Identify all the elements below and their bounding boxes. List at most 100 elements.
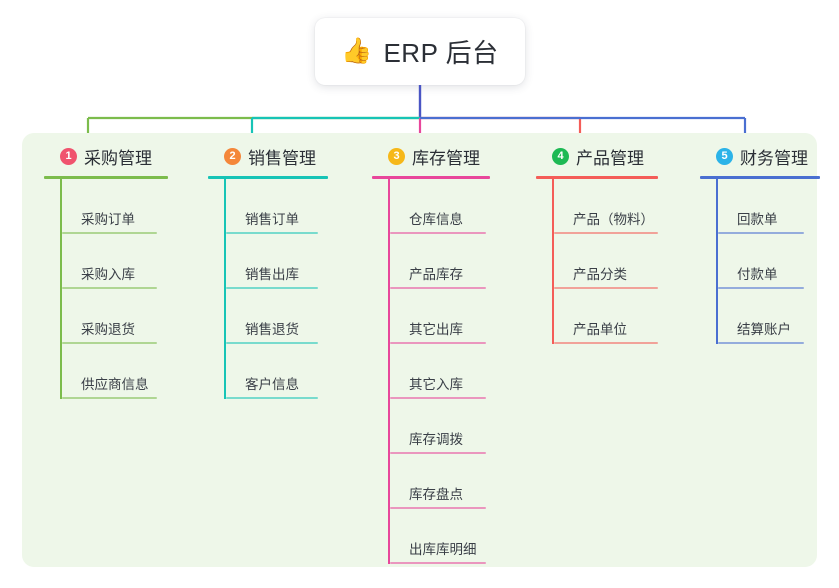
branch-number-badge: 1 (60, 147, 77, 165)
branch-number-badge: 3 (388, 147, 405, 165)
branch-item-list: 回款单付款单结算账户 (700, 179, 820, 344)
branch-item[interactable]: 采购订单 (60, 179, 168, 234)
branch-item-label: 仓库信息 (409, 212, 463, 227)
branch-header-4[interactable]: 4 产品管理 (536, 143, 658, 169)
branch-item-label: 采购退货 (81, 322, 135, 337)
branch-item-list: 销售订单销售出库销售退货客户信息 (208, 179, 328, 399)
branch-item-rule (554, 287, 658, 289)
branch-item-label: 回款单 (737, 212, 778, 227)
branch-item-rule (390, 452, 486, 454)
branch-title: 销售管理 (248, 148, 316, 168)
branch-title: 财务管理 (740, 148, 808, 168)
branch-item[interactable]: 产品库存 (388, 234, 490, 289)
branch-header-rule (372, 176, 490, 179)
root-node-card[interactable]: 👍 ERP 后台 (315, 18, 525, 85)
branch-header-3[interactable]: 3 库存管理 (372, 143, 490, 169)
branch-item-rule (62, 397, 157, 399)
branch-item-list: 仓库信息产品库存其它出库其它入库库存调拨库存盘点出库库明细 (372, 179, 490, 564)
branch-spine (224, 179, 226, 399)
branch-item[interactable]: 库存盘点 (388, 454, 490, 509)
branch-column-5: 5 财务管理回款单付款单结算账户 (700, 143, 820, 344)
branch-item[interactable]: 回款单 (716, 179, 820, 234)
branch-item[interactable]: 仓库信息 (388, 179, 490, 234)
branch-item-rule (390, 287, 486, 289)
branch-number-badge: 4 (552, 147, 569, 165)
branch-item-list: 产品（物料） 产品分类产品单位 (536, 179, 658, 344)
branch-item-label: 销售出库 (245, 267, 299, 282)
branch-item-label: 采购订单 (81, 212, 135, 227)
branch-item-label: 库存调拨 (409, 432, 463, 447)
branch-item-label: 供应商信息 (81, 377, 149, 392)
branch-spine (388, 179, 390, 564)
branch-item[interactable]: 出库库明细 (388, 509, 490, 564)
branch-item[interactable]: 其它出库 (388, 289, 490, 344)
branch-item-rule (718, 342, 804, 344)
branch-item-label: 付款单 (737, 267, 778, 282)
branch-column-4: 4 产品管理产品（物料） 产品分类产品单位 (536, 143, 658, 344)
branch-item-rule (554, 232, 658, 234)
branch-header-2[interactable]: 2 销售管理 (208, 143, 328, 169)
branch-item-label: 采购入库 (81, 267, 135, 282)
branch-item-label: 产品库存 (409, 267, 463, 282)
branch-item-label: 销售退货 (245, 322, 299, 337)
branch-item-rule (226, 397, 318, 399)
branch-title: 产品管理 (576, 148, 644, 168)
branch-item[interactable]: 产品单位 (552, 289, 658, 344)
branch-item[interactable]: 其它入库 (388, 344, 490, 399)
branch-header-1[interactable]: 1 采购管理 (44, 143, 168, 169)
thumbs-up-icon: 👍 (341, 37, 373, 65)
branch-item-rule (62, 287, 157, 289)
branch-column-2: 2 销售管理销售订单销售出库销售退货客户信息 (208, 143, 328, 399)
branch-title: 采购管理 (84, 148, 152, 168)
branch-item-rule (390, 342, 486, 344)
branch-item-label: 销售订单 (245, 212, 299, 227)
branch-item[interactable]: 产品（物料） (552, 179, 658, 234)
branch-spine (60, 179, 62, 399)
branch-item-rule (718, 232, 804, 234)
branch-item[interactable]: 结算账户 (716, 289, 820, 344)
branch-spine (716, 179, 718, 344)
branch-item-rule (390, 232, 486, 234)
branches-panel: 1 采购管理采购订单采购入库采购退货供应商信息 2 销售管理销售订单销售出库销售退货客… (22, 133, 820, 567)
branch-item-label: 库存盘点 (409, 487, 463, 502)
branch-item-rule (226, 232, 318, 234)
branch-item-label: 产品（物料） (573, 212, 654, 227)
branch-item-label: 产品单位 (573, 322, 627, 337)
branch-item[interactable]: 销售出库 (224, 234, 328, 289)
branch-item-rule (554, 342, 658, 344)
branch-title: 库存管理 (412, 148, 480, 168)
branch-item-label: 客户信息 (245, 377, 299, 392)
branch-item-label: 产品分类 (573, 267, 627, 282)
branch-item[interactable]: 客户信息 (224, 344, 328, 399)
branch-spine (552, 179, 554, 344)
branch-item-rule (390, 507, 486, 509)
branch-column-3: 3 库存管理仓库信息产品库存其它出库其它入库库存调拨库存盘点出库库明细 (372, 143, 490, 564)
branch-item-label: 其它出库 (409, 322, 463, 337)
branch-number-badge: 5 (716, 147, 733, 165)
branch-item-label: 结算账户 (737, 322, 791, 337)
branch-header-rule (700, 176, 820, 179)
branch-header-rule (536, 176, 658, 179)
branch-item-rule (62, 232, 157, 234)
branch-header-5[interactable]: 5 财务管理 (700, 143, 820, 169)
branch-item-rule (390, 562, 486, 564)
branch-item-label: 其它入库 (409, 377, 463, 392)
branch-item-rule (226, 342, 318, 344)
branch-item-rule (62, 342, 157, 344)
branch-number-badge: 2 (224, 147, 241, 165)
branch-item[interactable]: 采购退货 (60, 289, 168, 344)
branch-item[interactable]: 销售订单 (224, 179, 328, 234)
branch-item-rule (718, 287, 804, 289)
root-node-content: 👍 ERP 后台 (341, 33, 498, 70)
branch-item[interactable]: 产品分类 (552, 234, 658, 289)
branch-header-rule (208, 176, 328, 179)
branch-item[interactable]: 销售退货 (224, 289, 328, 344)
branch-item[interactable]: 库存调拨 (388, 399, 490, 454)
branch-item[interactable]: 采购入库 (60, 234, 168, 289)
branch-item-label: 出库库明细 (409, 542, 477, 557)
branch-item-list: 采购订单采购入库采购退货供应商信息 (44, 179, 168, 399)
branch-item-rule (390, 397, 486, 399)
branch-item[interactable]: 供应商信息 (60, 344, 168, 399)
branch-item[interactable]: 付款单 (716, 234, 820, 289)
